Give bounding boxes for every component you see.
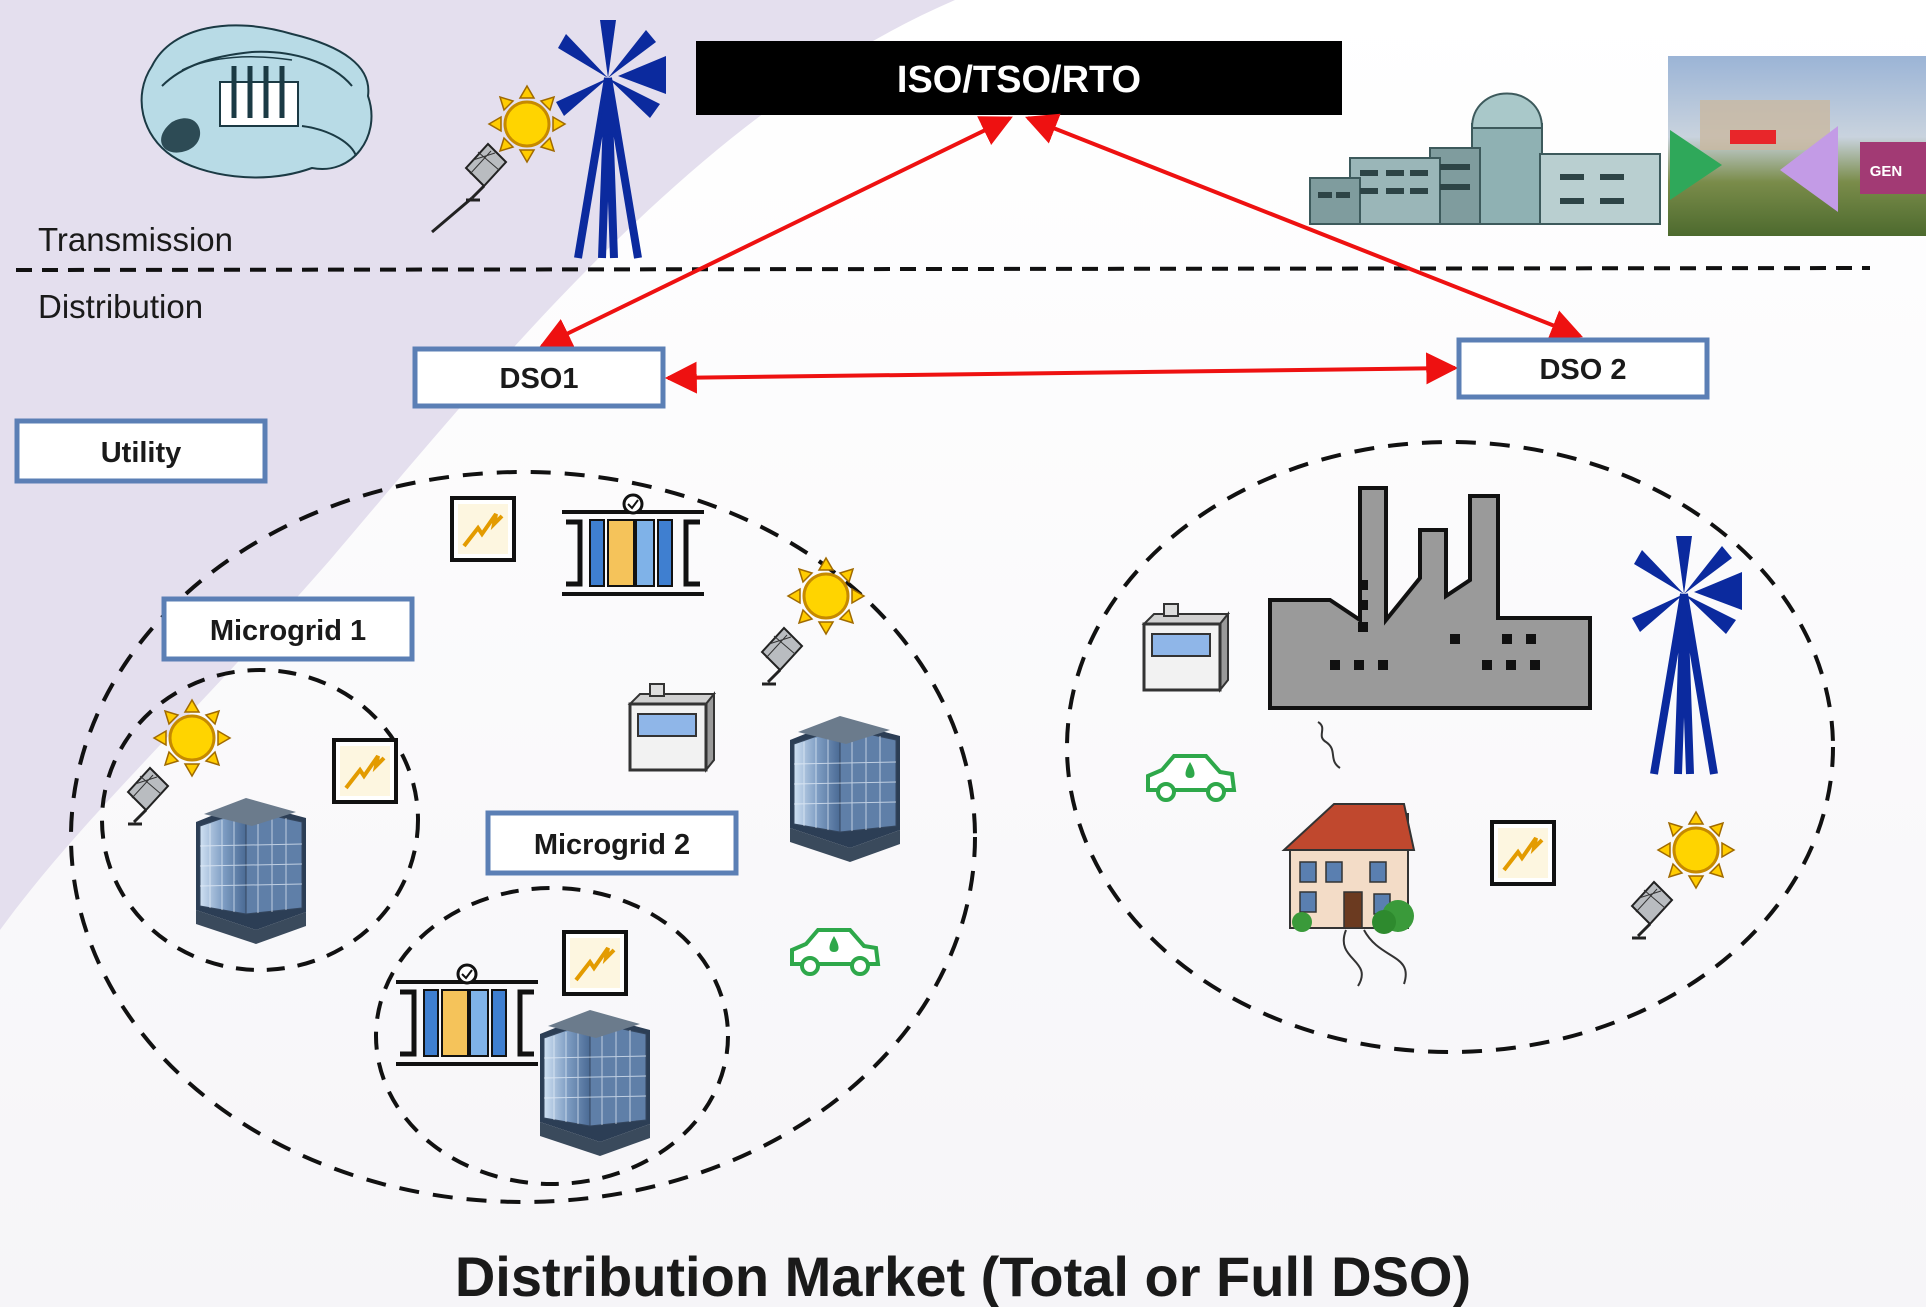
iso-dso1-arrow (539, 116, 1013, 348)
iso-dso2-arrow (1025, 113, 1583, 341)
office-building-icon (195, 797, 307, 945)
hydro-dam-icon (140, 24, 373, 179)
meter-icon (450, 496, 516, 562)
iso-label: ISO/TSO/RTO (897, 59, 1141, 101)
solar-panel-icon (431, 142, 508, 234)
microgrid-2-box: Microgrid 2 (485, 810, 739, 876)
sun-icon (1656, 810, 1736, 890)
dso1-label: DSO1 (500, 363, 579, 395)
factory-icon (1268, 486, 1592, 710)
dso2-label: DSO 2 (1539, 354, 1626, 386)
office-building-icon (539, 1009, 651, 1157)
gen-label: GEN (1870, 163, 1903, 180)
dso2-box: DSO 2 (1456, 337, 1710, 400)
microgrid-2-label: Microgrid 2 (534, 829, 690, 861)
dso1-service-area (69, 470, 977, 1204)
transmission-label: Transmission (38, 221, 233, 258)
fuel-cell-icon (1142, 602, 1230, 692)
house-icon (1281, 721, 1416, 987)
sun-icon (152, 698, 232, 778)
sun-icon (487, 84, 567, 164)
iso-tso-rto-header: ISO/TSO/RTO (696, 41, 1342, 115)
sun-icon (786, 556, 866, 636)
office-building-icon (789, 715, 901, 863)
utility-label: Utility (101, 437, 182, 469)
distribution-label: Distribution (38, 288, 203, 325)
meter-icon (562, 930, 628, 996)
dso1-box: DSO1 (412, 346, 666, 409)
meter-icon (1490, 820, 1556, 886)
microgrid-1-area (100, 668, 420, 972)
utility-box: Utility (14, 418, 268, 484)
dso2-service-area (1065, 440, 1835, 1054)
fuel-cell-icon (628, 682, 716, 772)
microgrid-1-label: Microgrid 1 (210, 615, 366, 647)
diagram-title: Distribution Market (Total or Full DSO) (455, 1245, 1471, 1307)
microgrid-2-area (374, 886, 730, 1186)
dso1-dso2-arrow (664, 352, 1459, 394)
generator-photo-icon: GEN (1668, 56, 1926, 236)
microgrid-1-box: Microgrid 1 (161, 596, 415, 662)
meter-icon (332, 738, 398, 804)
utility-region-shading (0, 0, 955, 930)
coordination-arrows (539, 113, 1583, 394)
